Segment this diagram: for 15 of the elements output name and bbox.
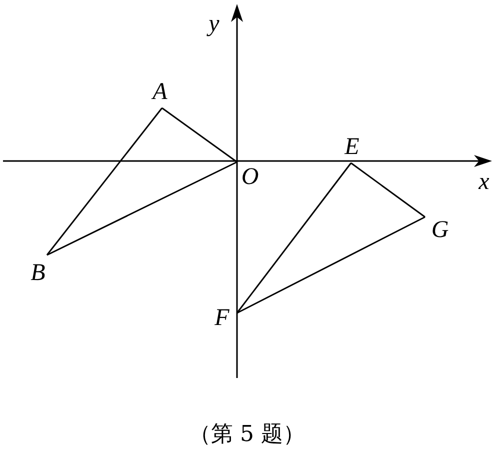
point-label: E <box>344 135 360 159</box>
point-label: G <box>431 218 449 242</box>
triangle-side <box>46 108 163 256</box>
point-label: O <box>241 165 259 189</box>
triangle-side <box>236 216 426 314</box>
triangle-side <box>46 161 238 256</box>
caption: （第 5 题） <box>188 421 306 449</box>
triangle-side <box>162 107 238 163</box>
point-label: B <box>30 261 46 285</box>
triangle-side <box>350 162 426 218</box>
point-label: A <box>152 80 168 104</box>
triangle-side <box>236 162 352 314</box>
axis-label: y <box>208 12 220 36</box>
axis-label: x <box>478 170 490 194</box>
point-label: F <box>214 306 230 330</box>
